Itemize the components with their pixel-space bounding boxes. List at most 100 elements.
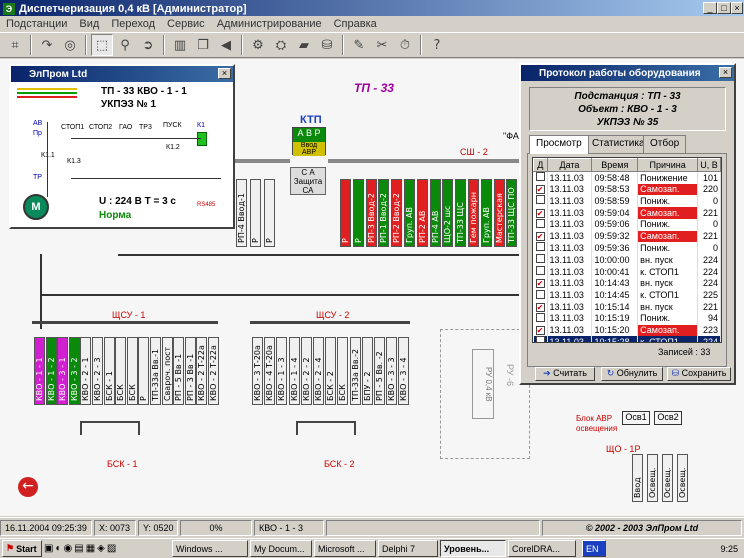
cell-shsu1[interactable]: КВО - 3 - 1 [57,337,69,405]
col-reason[interactable]: Причина [637,158,699,172]
timer-icon[interactable]: ⏱ [399,37,411,53]
grid-icon[interactable]: ⌗ [11,37,19,53]
save-button[interactable]: ⛁ Сохранить [667,367,731,381]
row-checkbox[interactable] [535,266,545,276]
menu-item-podstantsii[interactable]: Подстанции [6,18,68,30]
cell-shsu2[interactable]: КВО - 3 - 3 [386,337,398,405]
row-checkbox[interactable] [535,312,545,322]
cell-shsu2[interactable]: КВО - 1 - 3 [276,337,288,405]
row-checkbox[interactable] [535,218,545,228]
cell-top-right[interactable]: ТП-33 ЩС ПО [506,179,518,247]
cell-osv[interactable]: Ввод [632,454,643,502]
cell-shsu1[interactable]: КВО - 2 - 3 [92,337,103,405]
database-icon[interactable]: ⛁ [321,37,333,53]
cell-shsu1[interactable]: КВО - 2 Т-22а [208,337,219,405]
task-delphi[interactable]: Delphi 7 [378,540,438,557]
back-arrow-icon[interactable]: ← [18,477,38,497]
row-checkbox[interactable]: ✔ [535,326,545,336]
pen-icon[interactable]: ✎ [353,37,365,53]
cell-top-left[interactable]: Р [250,179,261,247]
cell-osv[interactable]: Освещ. [677,454,688,502]
cell-top-right[interactable]: Груп. АВ [404,179,415,247]
menu-item-admin[interactable]: Администрирование [216,18,322,30]
row-checkbox[interactable] [535,254,545,264]
device-panel-close-icon[interactable]: × [218,68,231,79]
cell-shsu2[interactable]: ТП-33а Вв.-2 [349,337,361,405]
back-icon[interactable]: ◀ [221,37,231,53]
cell-shsu1[interactable]: КВО - 2 - 1 [80,337,92,405]
cell-shsu2[interactable]: КВО - 4 Т-20а [264,337,276,405]
target-icon[interactable]: ◎ [64,37,76,53]
menu-item-vid[interactable]: Вид [79,18,100,30]
cell-shsu1[interactable]: БСК [115,337,127,405]
row-checkbox[interactable]: ✔ [535,231,545,241]
row-checkbox[interactable] [535,336,545,342]
sa-block[interactable]: С А Защита СА [290,167,326,195]
cell-shsu1[interactable]: КВО - 2 Т-22а [196,337,208,405]
zoom-icon[interactable]: ⚲ [120,37,130,53]
close-button[interactable]: × [731,2,743,14]
row-checkbox[interactable] [535,195,545,205]
copy-icon[interactable]: ❐ [197,37,209,53]
cell-shsu1[interactable]: КВО - 3 - 2 [68,337,80,405]
read-button[interactable]: ➔ Считать [535,367,595,381]
col-u[interactable]: U, В [697,158,721,172]
osv2-block[interactable]: Осв2 [654,411,682,425]
forward-icon[interactable]: ➲ [142,37,154,53]
cell-shsu2[interactable]: БПУ - 2 [361,337,373,405]
cell-top-left[interactable]: РП-4 Ввод-1 [236,179,247,247]
cell-shsu1[interactable]: БСК [126,337,138,405]
cell-shsu2[interactable]: КВО - 2 - 4 [313,337,324,405]
cell-shsu2[interactable]: БСК [337,337,349,405]
reset-button[interactable]: ↻ Обнулить [601,367,663,381]
cell-top-right[interactable]: Мастерская [493,179,505,247]
lang-indicator[interactable]: EN [582,540,606,557]
row-checkbox[interactable]: ✔ [535,302,545,312]
row-checkbox[interactable] [535,242,545,252]
task-windows[interactable]: Windows ... [172,540,248,557]
cell-shsu1[interactable]: ТП-33а Вв.-1 [150,337,161,405]
select-icon[interactable]: ⬚ [91,34,113,56]
task-microsoft[interactable]: Microsoft ... [314,540,376,557]
ql-icon-2[interactable]: ◐ [55,543,62,554]
cell-shsu2[interactable]: БСК - 2 [325,337,337,405]
tab-statistika[interactable]: Статистика [585,135,652,153]
col-time[interactable]: Время [591,158,639,172]
task-uroven[interactable]: Уровень... [440,540,506,557]
task-mydocuments[interactable]: My Docum... [250,540,312,557]
cell-top-right[interactable]: ТП-33 ЩС [455,179,467,247]
tab-prosmotr[interactable]: Просмотр [529,135,589,154]
cell-top-right[interactable]: РП-3 Ввод-2 [365,179,377,247]
menu-item-perekhod[interactable]: Переход [111,18,156,30]
ql-icon-1[interactable]: ▣ [44,543,54,554]
ql-icon-6[interactable]: ◈ [97,543,105,554]
group-icon[interactable]: ⛭ [275,37,287,53]
cell-shsu1[interactable]: КВО - 1 - 1 [34,337,45,405]
cell-shsu2[interactable]: РП - 5 Вв. -2 [374,337,385,405]
start-button[interactable]: ⚑Start [2,540,42,557]
cell-top-right[interactable]: РП-4 АВ [429,179,441,247]
folder-icon[interactable]: ▰ [299,37,309,53]
menu-item-help[interactable]: Справка [333,18,377,30]
columns-icon[interactable]: ▥ [173,37,187,53]
task-coreldraw[interactable]: CorelDRA... [508,540,576,557]
help-icon[interactable]: ? [433,37,441,53]
cell-top-right[interactable]: РП-2 Ввод-2 [391,179,403,247]
row-checkbox[interactable] [535,289,545,299]
row-checkbox[interactable] [535,172,545,181]
cell-top-right[interactable]: Р [352,179,364,247]
cell-top-right[interactable]: РП-2 АВ [416,179,428,247]
cell-top-right[interactable]: ЩО-2 шс [442,179,454,247]
